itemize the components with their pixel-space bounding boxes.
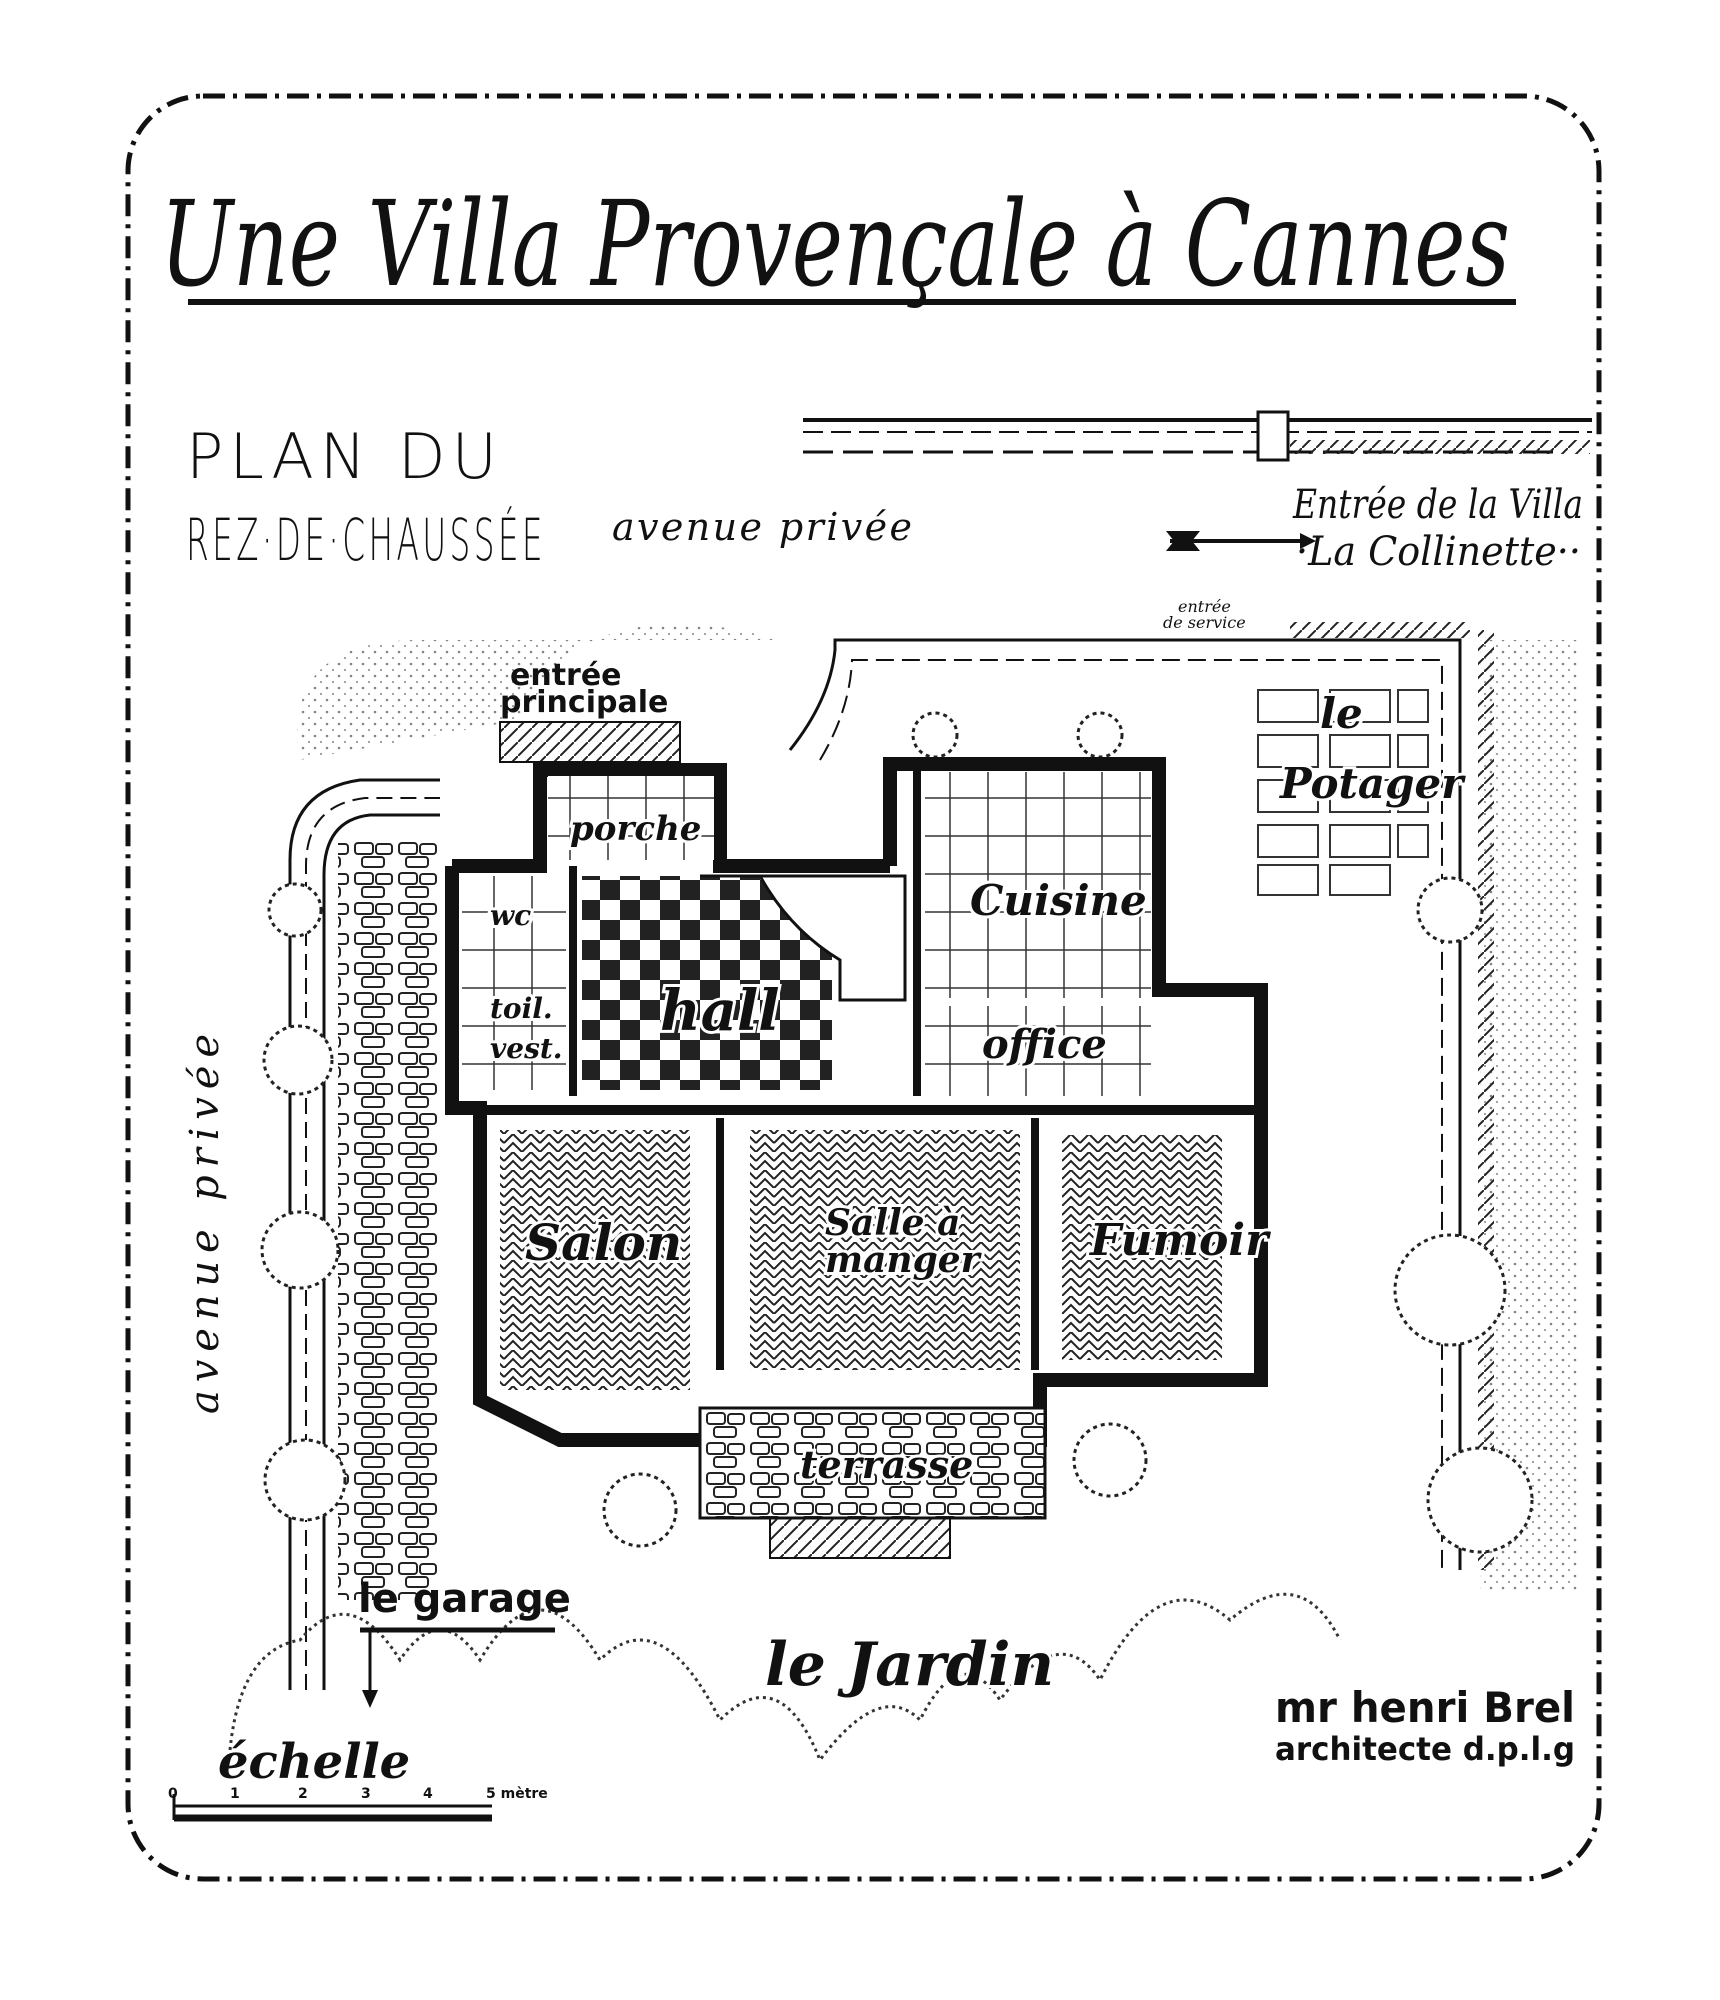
entrance-arrow-icon xyxy=(1166,531,1316,551)
room-terrasse: terrasse xyxy=(800,1442,973,1487)
room-porche: porche xyxy=(570,809,701,849)
dashed-frame xyxy=(125,93,1602,1882)
entrance-label-line1: Entrée de la Villa xyxy=(1292,482,1583,528)
author-title: architecte d.p.l.g xyxy=(1275,1730,1575,1768)
ground-texture xyxy=(297,624,780,760)
scale-unit: 5 mètre xyxy=(486,1786,548,1802)
scale-label: échelle xyxy=(218,1734,410,1790)
scale-tick-0: 0 xyxy=(168,1786,178,1802)
room-office: office xyxy=(982,1021,1107,1068)
garden-outline xyxy=(228,1592,1342,1764)
fumoir-floor xyxy=(1062,1135,1222,1360)
garage-arrow-icon xyxy=(362,1630,378,1708)
wc-floor xyxy=(462,876,566,1090)
trees xyxy=(260,711,1534,1554)
room-toilette-line1: toil. xyxy=(490,992,553,1025)
scale-tick-1: 1 xyxy=(230,1786,240,1802)
scale-tick-4: 4 xyxy=(423,1786,433,1802)
garage-label: le garage xyxy=(358,1576,571,1622)
room-salon: Salon xyxy=(525,1213,682,1272)
scale-tick-2: 2 xyxy=(298,1786,308,1802)
entrance-steps xyxy=(499,721,681,763)
room-fumoir: Fumoir xyxy=(1088,1215,1271,1266)
room-wc: wc xyxy=(490,899,531,932)
scale-tick-3: 3 xyxy=(361,1786,371,1802)
potager-line2: Potager xyxy=(1279,759,1466,808)
staircase xyxy=(700,874,907,1002)
terrace-steps xyxy=(769,1517,951,1559)
service-entrance-line2: de service xyxy=(1163,613,1246,632)
title: Une Villa Provençale à Cannes xyxy=(160,175,1510,313)
vegetable-garden xyxy=(1257,689,1429,896)
author-name: mr henri Brel xyxy=(1275,1683,1575,1732)
office-floor xyxy=(925,1006,1151,1096)
left-avenue-path xyxy=(288,778,440,1690)
avenue-top-label: avenue privée xyxy=(612,505,912,549)
plan-label-line2: REZ·DE·CHAUSSÉE xyxy=(186,505,546,574)
top-road xyxy=(803,410,1592,462)
service-entrance-line1: entrée xyxy=(1178,597,1231,616)
salon-floor xyxy=(500,1130,690,1390)
potager-line1: le xyxy=(1320,689,1363,738)
ground-texture-right xyxy=(1480,640,1580,1590)
room-toilette-line2: vest. xyxy=(490,1032,563,1065)
entrance-label-line2: ·La Collinette·· xyxy=(1296,529,1581,575)
jardin-label: le Jardin xyxy=(765,1630,1054,1700)
avenue-left-label: avenue privée xyxy=(182,1034,228,1414)
room-hall: hall xyxy=(660,978,780,1044)
porche-floor xyxy=(548,776,714,860)
kitchen-floor xyxy=(925,772,1151,998)
plan-label-line1: PLAN DU xyxy=(186,420,503,493)
room-salle-line1: Salle à xyxy=(825,1202,960,1244)
room-cuisine: Cuisine xyxy=(970,876,1147,925)
house-walls xyxy=(445,757,1268,1447)
dining-floor xyxy=(750,1130,1020,1370)
main-entrance-line1: entrée xyxy=(510,658,622,693)
main-entrance-line2: principale xyxy=(500,685,668,720)
scale-bar xyxy=(172,1794,492,1822)
room-salle-line2: manger xyxy=(825,1239,983,1281)
